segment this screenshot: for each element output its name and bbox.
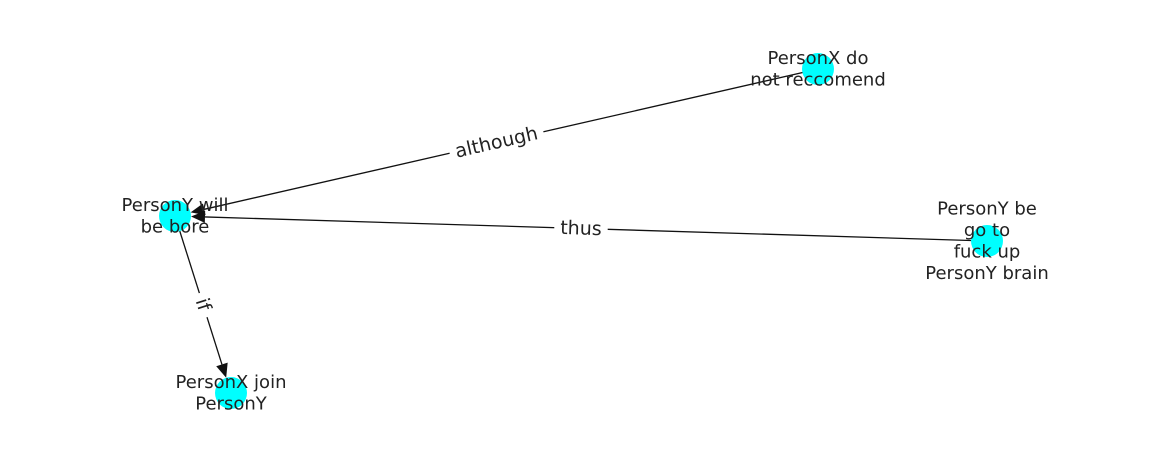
node-label-line: PersonX join xyxy=(176,372,287,393)
node-circle xyxy=(159,200,191,232)
node-label-line: fuck up xyxy=(954,241,1021,262)
node-label-line: go to xyxy=(964,220,1010,241)
node-label-line: not reccomend xyxy=(750,69,886,90)
node-label-line: PersonX do xyxy=(768,48,869,69)
node-circle xyxy=(802,53,834,85)
edge-label-group: thus xyxy=(553,214,609,243)
labels-layer: although thus if xyxy=(186,119,609,322)
edge-label: thus xyxy=(560,217,602,240)
arrow-head-icon xyxy=(190,210,206,223)
edge-label-background xyxy=(446,119,547,166)
edge-if xyxy=(174,215,228,378)
edge-label-group: although xyxy=(446,119,547,166)
node-label-line: PersonY be xyxy=(937,198,1037,219)
node-circle xyxy=(215,377,247,409)
edge-label: although xyxy=(453,122,540,162)
node-circle xyxy=(971,225,1003,257)
edge-label-background xyxy=(186,289,220,322)
edge-label-background xyxy=(553,214,609,243)
edge-label-group: if xyxy=(186,289,220,322)
node-label-line: PersonY brain xyxy=(925,263,1048,284)
edge-line xyxy=(174,215,223,365)
node-label-line: PersonY will xyxy=(122,195,229,216)
arrow-head-icon xyxy=(216,362,228,378)
node-label-line: PersonY xyxy=(195,393,267,414)
node-label-line: be bore xyxy=(141,216,210,237)
